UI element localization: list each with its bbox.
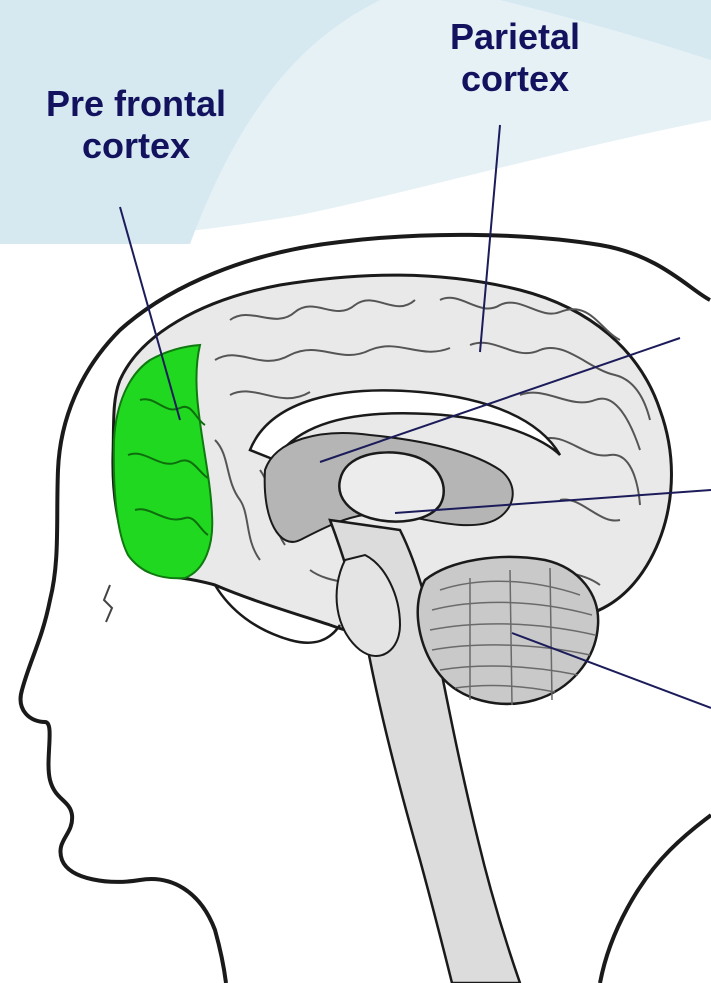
label-parietal-cortex: Parietal cortex [410, 16, 620, 100]
head-back-outline [600, 815, 711, 983]
label-parietal-line2: cortex [410, 58, 620, 100]
label-prefrontal-line2: cortex [0, 125, 272, 167]
brain-sagittal-icon [113, 275, 672, 983]
nose-mark [104, 585, 112, 622]
label-parietal-line1: Parietal [410, 16, 620, 58]
label-prefrontal-cortex: Pre frontal cortex [0, 83, 272, 167]
label-prefrontal-line1: Pre frontal [0, 83, 272, 125]
